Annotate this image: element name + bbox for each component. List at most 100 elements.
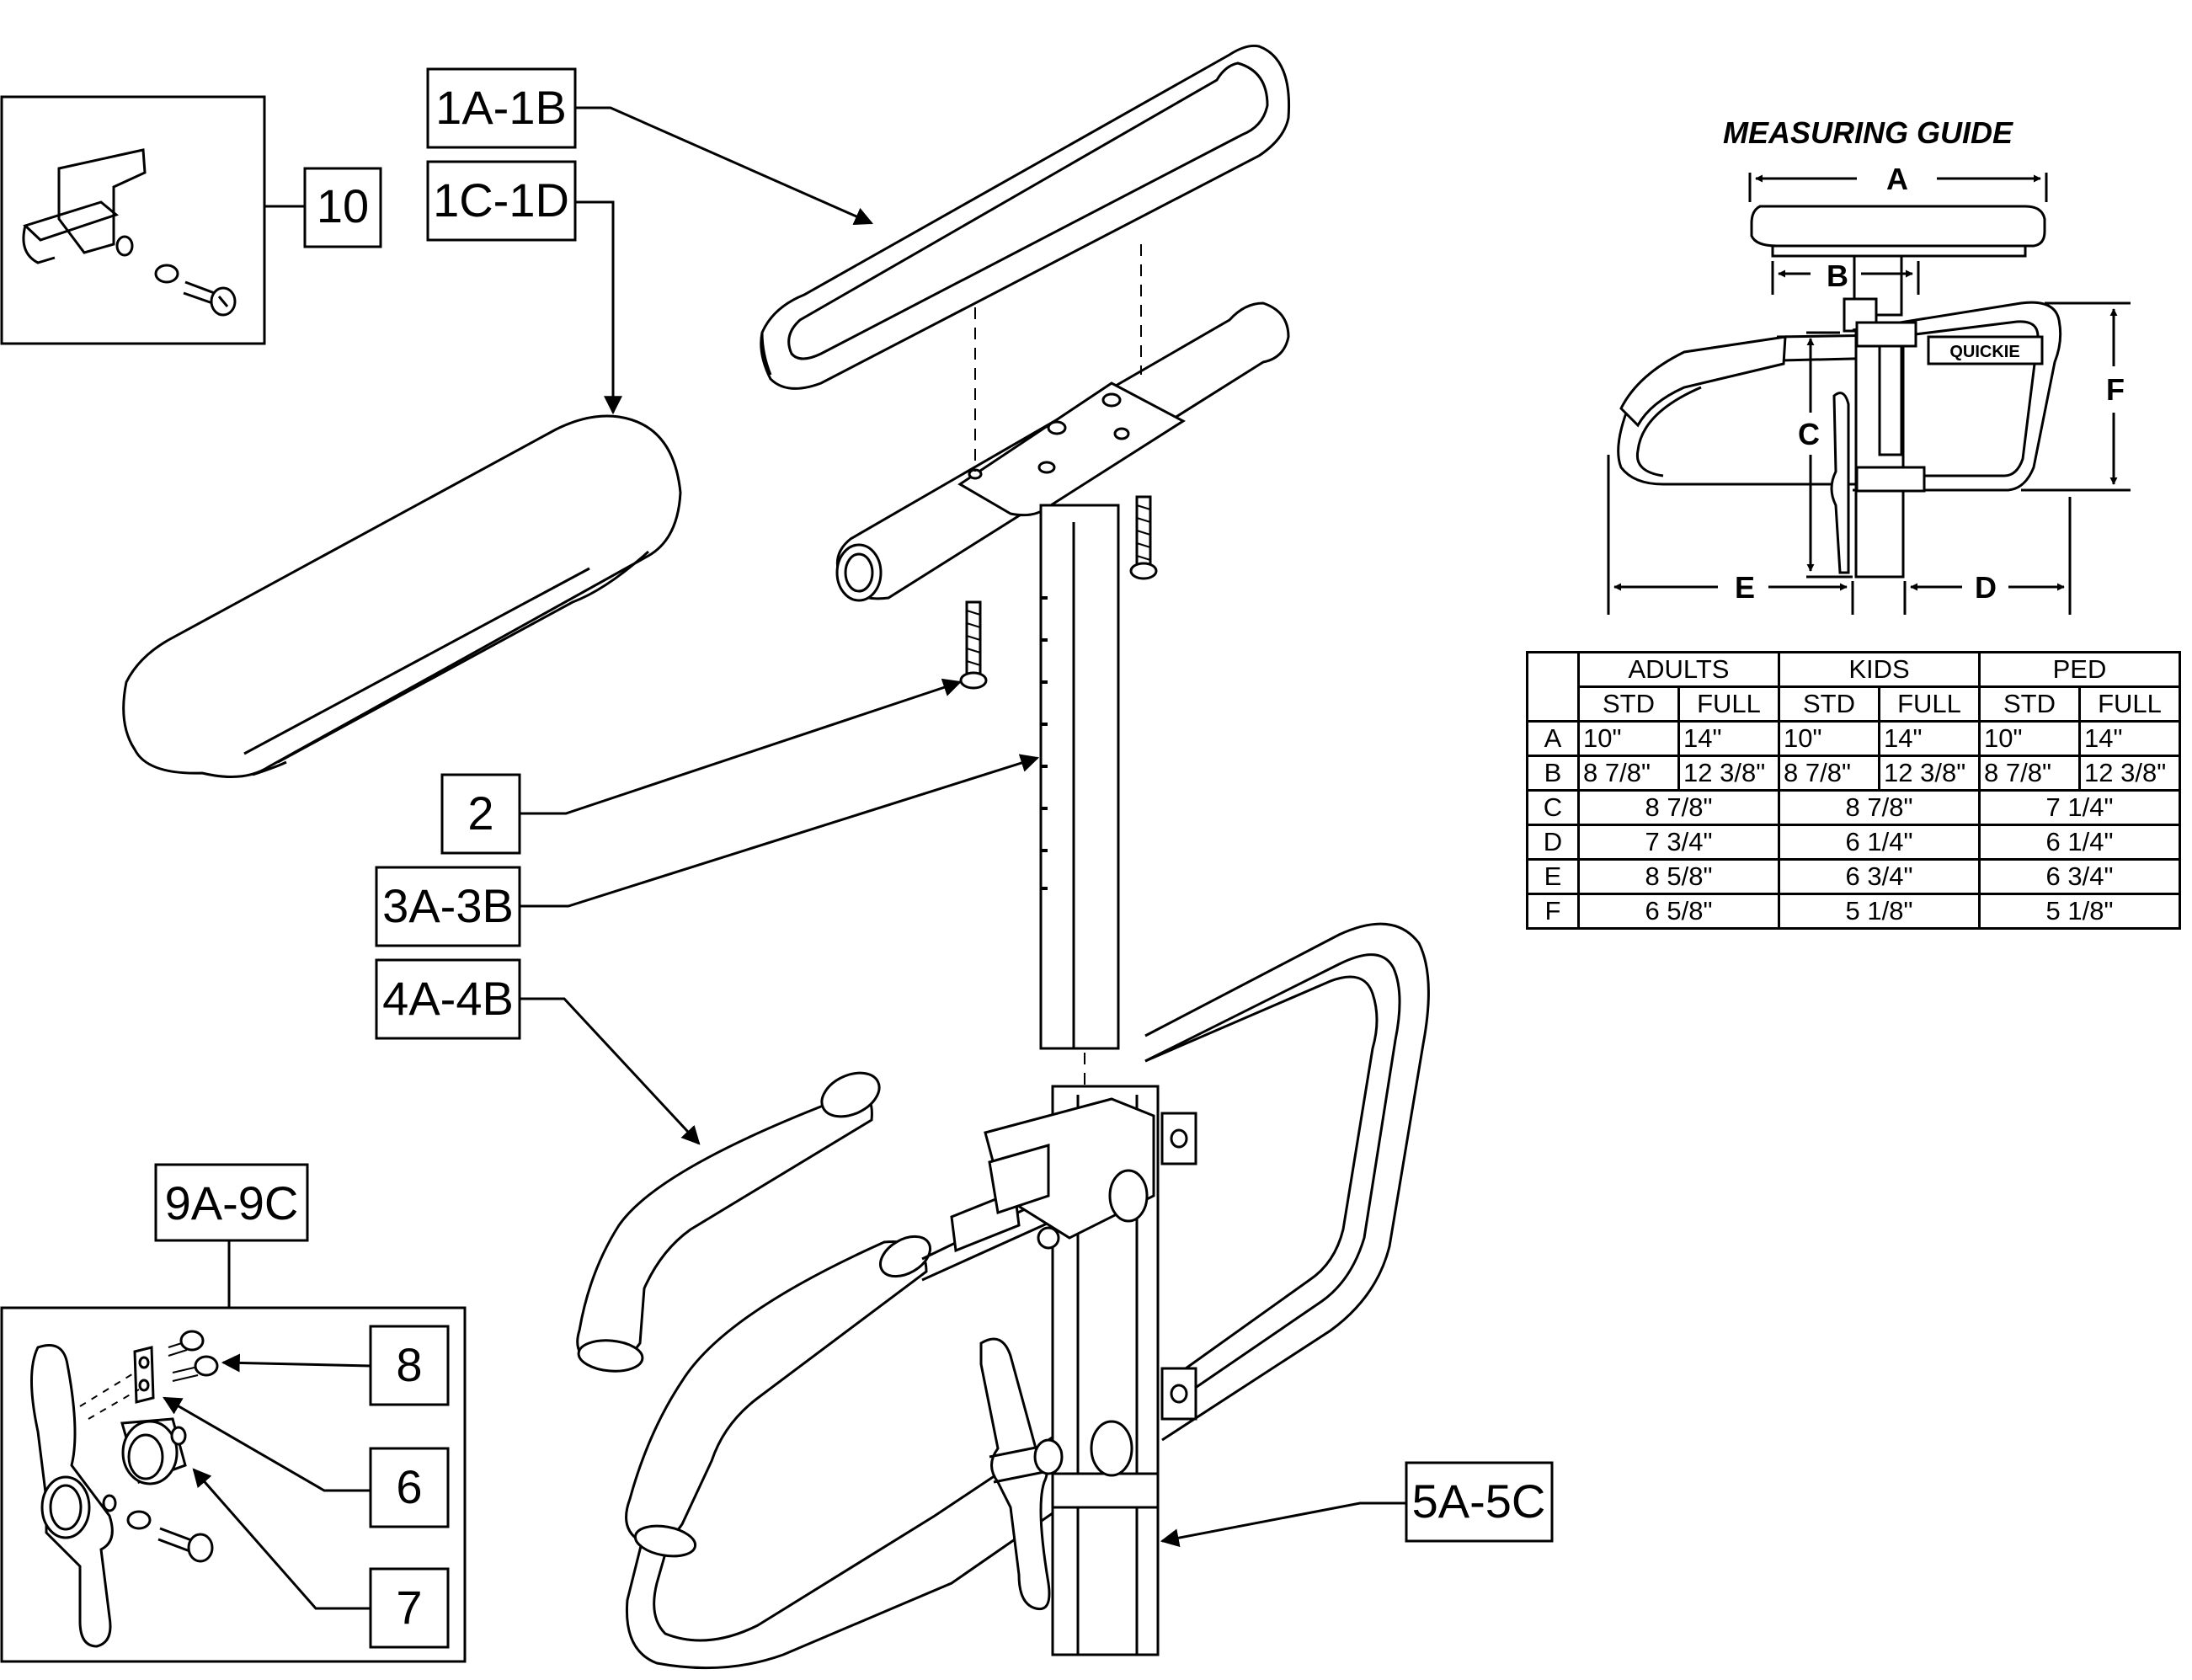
table-cell: 6 1/4" [1978,824,2181,861]
armpad-1c-1d [122,414,682,778]
table-cell: 8 5/8" [1577,858,1780,895]
table-row: D 7 3/4" 6 1/4" 6 1/4" [1526,824,2181,861]
table-cell: 8 7/8" [1577,755,1680,792]
callout-4a-4b: 4A-4B [375,958,521,1040]
table-cell: 7 3/4" [1577,824,1780,861]
measuring-guide-title: MEASURING GUIDE [1723,115,2013,150]
dimension-labels: A B C F E D [1735,162,2125,605]
row-label: F [1526,893,1580,930]
callout-7: 7 [369,1567,450,1649]
inset-10-frame [0,95,305,345]
table-cell: 8 7/8" [1577,789,1780,826]
table-cell: 10" [1577,720,1680,757]
arm-post [1039,504,1120,1050]
row-label: D [1526,824,1580,861]
svg-text:7: 7 [396,1581,422,1634]
leader-4a-4b [520,997,701,1145]
svg-text:5A-5C: 5A-5C [1412,1475,1546,1528]
armpad-1a-1b [760,45,1291,390]
table-cell: 6 3/4" [1778,858,1981,895]
callout-9a-9c: 9A-9C [154,1163,309,1242]
grip-4a-4b [576,1071,881,1373]
svg-text:2: 2 [467,787,493,840]
group-header-kids: KIDS [1778,651,1981,688]
callout-1c-1d: 1C-1D [426,160,577,242]
table-cell: 5 1/8" [1978,893,2181,930]
row-label: B [1526,755,1580,792]
callout-8: 8 [369,1325,450,1406]
table-row: F 6 5/8" 5 1/8" 5 1/8" [1526,893,2181,930]
svg-text:4A-4B: 4A-4B [382,972,514,1025]
table-cell: 12 3/8" [1878,755,1981,792]
arm-tube-plate [835,301,1290,602]
dimension-lines [1607,173,2131,615]
table-cell: 8 7/8" [1778,755,1880,792]
group-header-adults: ADULTS [1577,651,1780,688]
side-frame-5a-5c [625,922,1430,1670]
screw-2 [959,600,988,690]
leader-1a-1b [575,106,874,226]
table-cell: 6 1/4" [1778,824,1981,861]
table-cell: 12 3/8" [1677,755,1780,792]
screw-armpad-right [1129,495,1158,580]
leader-5a-5c [1160,1501,1406,1548]
inset-9a-9c-frame [0,1240,467,1663]
leader-3a-3b [520,754,1040,908]
table-row: E 8 5/8" 6 3/4" 6 3/4" [1526,858,2181,895]
sub-header: FULL [1677,685,1780,723]
svg-text:1C-1D: 1C-1D [433,173,569,227]
sub-header: STD [1778,685,1880,723]
inset-10-screw-icon [154,264,237,317]
table-cell: 6 3/4" [1978,858,2181,895]
leader-8 [221,1353,371,1373]
table-cell: 5 1/8" [1778,893,1981,930]
table-corner-cell [1526,651,1580,723]
row-label: C [1526,789,1580,826]
svg-text:9A-9C: 9A-9C [165,1176,299,1229]
callout-3a-3b: 3A-3B [375,866,521,947]
row-label: A [1526,720,1580,757]
table-cell: 6 5/8" [1577,893,1780,930]
sub-header: STD [1978,685,2081,723]
callout-10: 10 [303,167,382,248]
measurement-table: ADULTS KIDS PED STD FULL STD FULL STD FU… [1526,651,2181,930]
table-cell: 12 3/8" [2078,755,2181,792]
svg-text:1A-1B: 1A-1B [435,81,567,134]
table-row: C 8 7/8" 8 7/8" 7 1/4" [1526,789,2181,826]
inset-9-screw-icon [126,1510,214,1563]
svg-text:3A-3B: 3A-3B [382,879,514,932]
svg-text:10: 10 [317,179,369,232]
collar-7 [120,1417,187,1485]
table-row: A 10" 14" 10" 14" 10" 14" [1526,720,2181,757]
table-cell: 7 1/4" [1978,789,2181,826]
table-subheader-row: STD FULL STD FULL STD FULL [1528,685,2181,723]
table-row: B 8 7/8" 12 3/8" 8 7/8" 12 3/8" 8 7/8" 1… [1526,755,2181,792]
table-cell: 14" [2078,720,2181,757]
group-header-ped: PED [1978,651,2181,688]
table-cell: 14" [1677,720,1780,757]
measuring-guide-drawing [1617,205,2062,579]
table-cell: 10" [1778,720,1880,757]
sub-header: STD [1577,685,1680,723]
svg-text:C: C [1798,417,1820,451]
svg-text:B: B [1827,259,1848,293]
row-label: E [1526,858,1580,895]
svg-text:6: 6 [396,1460,422,1513]
callout-2: 2 [440,773,521,855]
callout-6: 6 [369,1447,450,1528]
quickie-logo: QUICKIE [1949,343,2019,361]
leader-7 [192,1468,371,1610]
inset-9-dash [79,1372,140,1420]
svg-text:A: A [1886,162,1908,196]
svg-text:F: F [2106,372,2125,407]
leader-2 [520,678,963,815]
leader-1c-1d [575,200,622,415]
callout-1a-1b: 1A-1B [426,67,577,149]
callout-5a-5c: 5A-5C [1405,1461,1554,1543]
table-header-row: ADULTS KIDS PED [1526,651,2181,723]
table-cell: 10" [1978,720,2081,757]
svg-text:E: E [1735,570,1755,605]
clamp-bracket [22,148,147,264]
table-cell: 14" [1878,720,1981,757]
